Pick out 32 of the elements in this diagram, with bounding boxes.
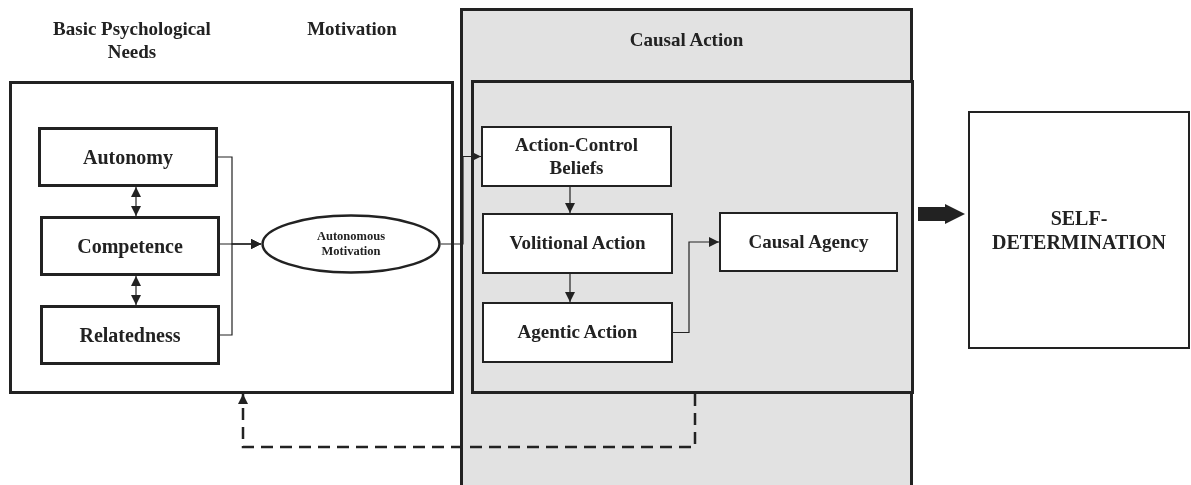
concept-label: Autonomy	[83, 145, 173, 169]
column-heading: Motivation	[306, 18, 398, 41]
arrow	[440, 151, 482, 245]
outcome-box	[968, 111, 1190, 349]
arrow	[219, 239, 262, 336]
concept-label: Competence	[77, 234, 183, 258]
concept-box	[482, 302, 673, 363]
column-heading: Basic Psychological Needs	[52, 18, 212, 64]
concept-box	[40, 305, 220, 365]
concept-box	[719, 212, 898, 272]
group-panel	[460, 8, 913, 485]
arrow	[131, 275, 141, 306]
concept-box	[38, 127, 218, 187]
concept-box	[40, 216, 220, 276]
concept-label: Agentic Action	[516, 321, 639, 344]
concept-box	[481, 126, 672, 187]
arrow	[672, 237, 720, 334]
arrow	[565, 273, 575, 303]
group-box	[471, 80, 914, 394]
concept-label: Causal Agency	[747, 230, 870, 254]
arrow	[131, 186, 141, 217]
concept-label: Action-Control Beliefs	[513, 133, 640, 180]
concept-label: Volitional Action	[508, 232, 647, 255]
concept-label: Relatedness	[79, 323, 181, 347]
panel-heading: Causal Action	[628, 29, 745, 52]
motivation-ellipse	[261, 214, 441, 274]
outcome-label: SELF-DETERMINATION	[990, 206, 1168, 254]
block-arrow	[918, 204, 965, 224]
arrow	[565, 186, 575, 214]
arrow	[238, 394, 697, 449]
concept-label: Autonomous Motivation	[315, 229, 387, 259]
concept-box	[482, 213, 673, 274]
